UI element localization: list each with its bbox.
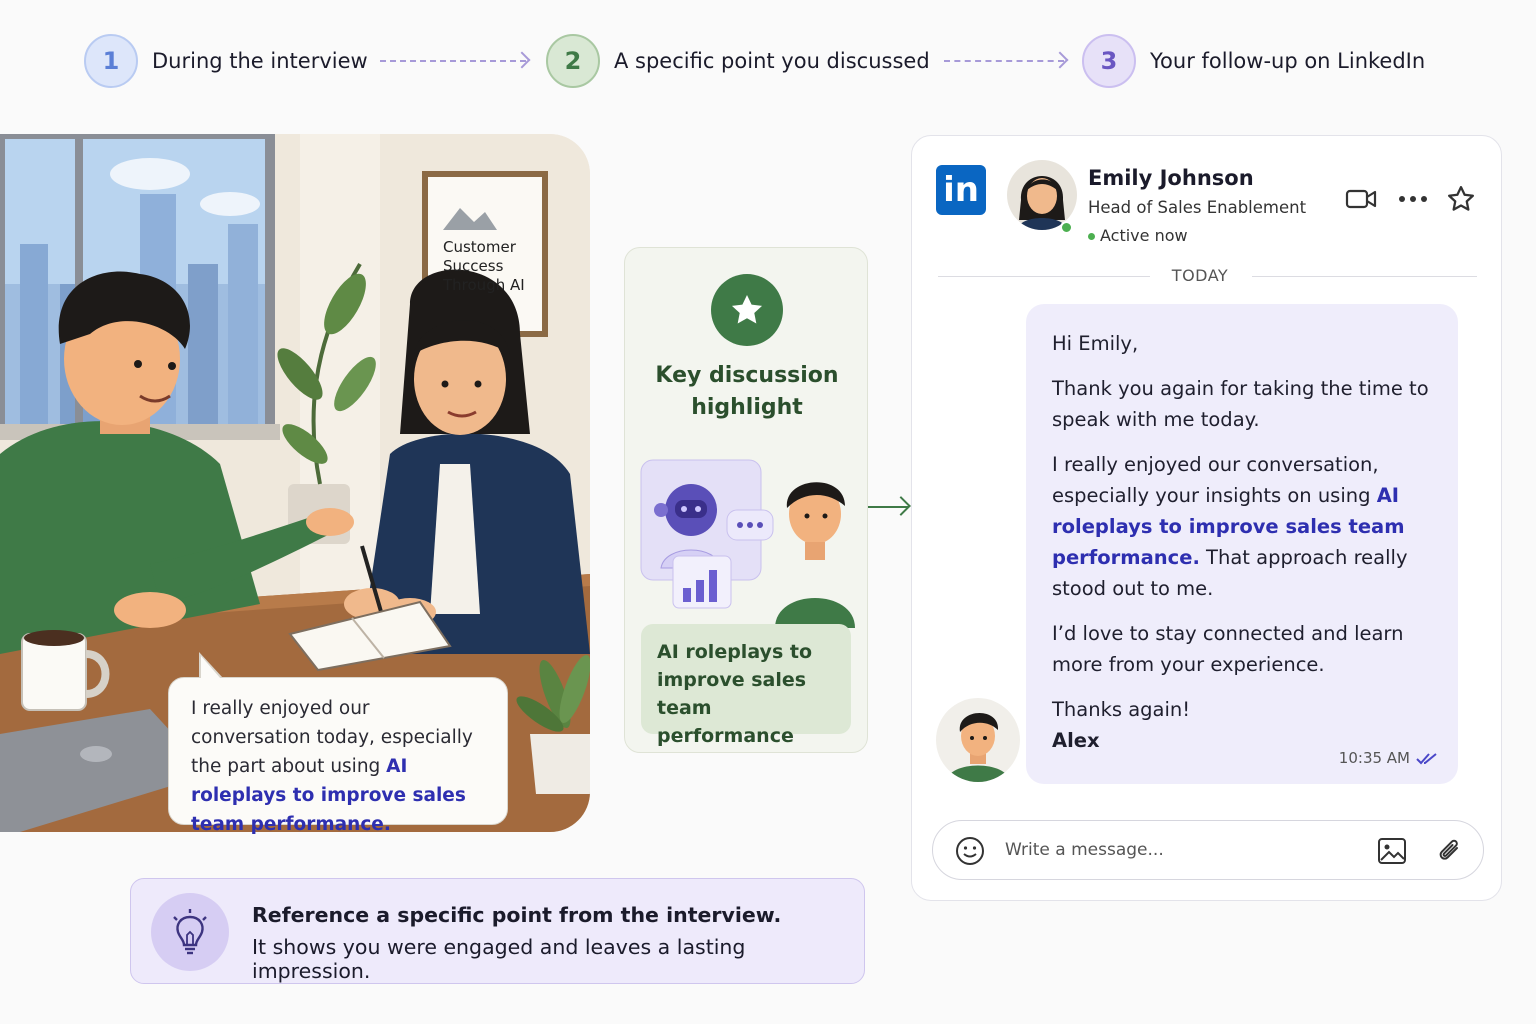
message-signature: Alex xyxy=(1052,729,1100,752)
message-input[interactable] xyxy=(1005,835,1365,865)
emoji-icon[interactable] xyxy=(953,834,987,868)
message-greeting: Hi Emily, xyxy=(1052,332,1139,355)
message-para-2-end: That approach really stood out to me. xyxy=(1052,546,1408,600)
contact-avatar[interactable] xyxy=(1007,160,1077,230)
message-time: 10:35 AM xyxy=(1338,749,1410,767)
coffee-mug-icon xyxy=(21,630,110,711)
speech-text: I really enjoyed our conversation today,… xyxy=(191,698,473,777)
laptop-icon xyxy=(0,709,210,832)
poster-text: Customer Success Through AI xyxy=(443,238,525,294)
step-3-number: 3 xyxy=(1082,34,1136,88)
contact-role: Head of Sales Enablement xyxy=(1088,198,1307,217)
chart-icon xyxy=(672,555,732,609)
contact-status: Active now xyxy=(1088,226,1188,245)
interview-scene: Customer Success Through AI xyxy=(0,134,590,832)
step-3-label: Your follow-up on LinkedIn xyxy=(1150,49,1426,73)
message-para-2-start: I really enjoyed our conversation, espec… xyxy=(1052,453,1379,507)
step-3: 3 Your follow-up on LinkedIn xyxy=(1082,34,1425,88)
speech-bubble: I really enjoyed our conversation today,… xyxy=(168,652,508,835)
step-2-number: 2 xyxy=(546,34,600,88)
tip-body: It shows you were engaged and leaves a l… xyxy=(252,935,746,983)
message-para-2: I really enjoyed our conversation, espec… xyxy=(1052,449,1432,604)
more-icon[interactable] xyxy=(1396,182,1430,216)
linkedin-message-panel: in Emily Johnson Head of Sales Enablemen… xyxy=(911,135,1502,901)
online-indicator xyxy=(1060,221,1073,234)
notebook-icon xyxy=(288,600,452,672)
star-icon xyxy=(711,274,783,346)
message-para-3: I’d love to stay connected and learn mor… xyxy=(1052,622,1404,676)
man-figure xyxy=(0,271,354,654)
message-composer xyxy=(932,820,1484,880)
message-para-1: Thank you again for taking the time to s… xyxy=(1052,377,1429,431)
read-receipt-icon xyxy=(1416,752,1437,764)
tip-box: Reference a specific point from the inte… xyxy=(130,878,865,984)
step-1-number: 1 xyxy=(84,34,138,88)
robot-illustration xyxy=(640,459,855,628)
video-icon[interactable] xyxy=(1344,182,1378,216)
interview-illustration xyxy=(0,134,590,832)
message-thanks: Thanks again! xyxy=(1052,698,1191,721)
step-1-label: During the interview xyxy=(152,49,368,73)
front-plant-icon xyxy=(516,654,590,794)
star-icon[interactable] xyxy=(1444,182,1478,216)
date-divider-left xyxy=(938,276,1150,277)
tip-headline: Reference a specific point from the inte… xyxy=(252,903,782,927)
sender-avatar xyxy=(936,698,1020,782)
speech-highlight: AI roleplays to improve sales team perfo… xyxy=(191,756,466,835)
message-timestamp: 10:35 AM xyxy=(1339,743,1438,774)
step-arrow-2 xyxy=(944,60,1064,62)
step-arrow-1 xyxy=(380,60,526,62)
linkedin-logo: in xyxy=(936,165,986,215)
image-icon[interactable] xyxy=(1375,834,1409,868)
man-avatar xyxy=(775,482,855,628)
steps-row: 1 During the interview 2 A specific poin… xyxy=(84,34,1484,90)
contact-name[interactable]: Emily Johnson xyxy=(1088,166,1254,190)
attachment-icon[interactable] xyxy=(1433,834,1467,868)
green-arrow xyxy=(868,506,908,508)
key-highlight-card: Key discussion highlight xyxy=(624,247,868,753)
lightbulb-icon xyxy=(151,893,229,971)
step-2-label: A specific point you discussed xyxy=(614,49,930,73)
date-divider-right xyxy=(1252,276,1477,277)
chat-dots-icon xyxy=(726,509,774,541)
topic-box: AI roleplays to improve sales team perfo… xyxy=(641,624,851,747)
message-bubble: Hi Emily, Thank you again for taking the… xyxy=(1026,304,1458,784)
step-2: 2 A specific point you discussed xyxy=(546,34,930,88)
key-highlight-title: Key discussion highlight xyxy=(655,363,839,420)
message-highlight: AI roleplays to improve sales team perfo… xyxy=(1052,484,1405,569)
status-dot xyxy=(1088,233,1095,240)
date-divider: TODAY xyxy=(1171,266,1229,285)
status-text: Active now xyxy=(1100,226,1188,245)
step-1: 1 During the interview xyxy=(84,34,368,88)
